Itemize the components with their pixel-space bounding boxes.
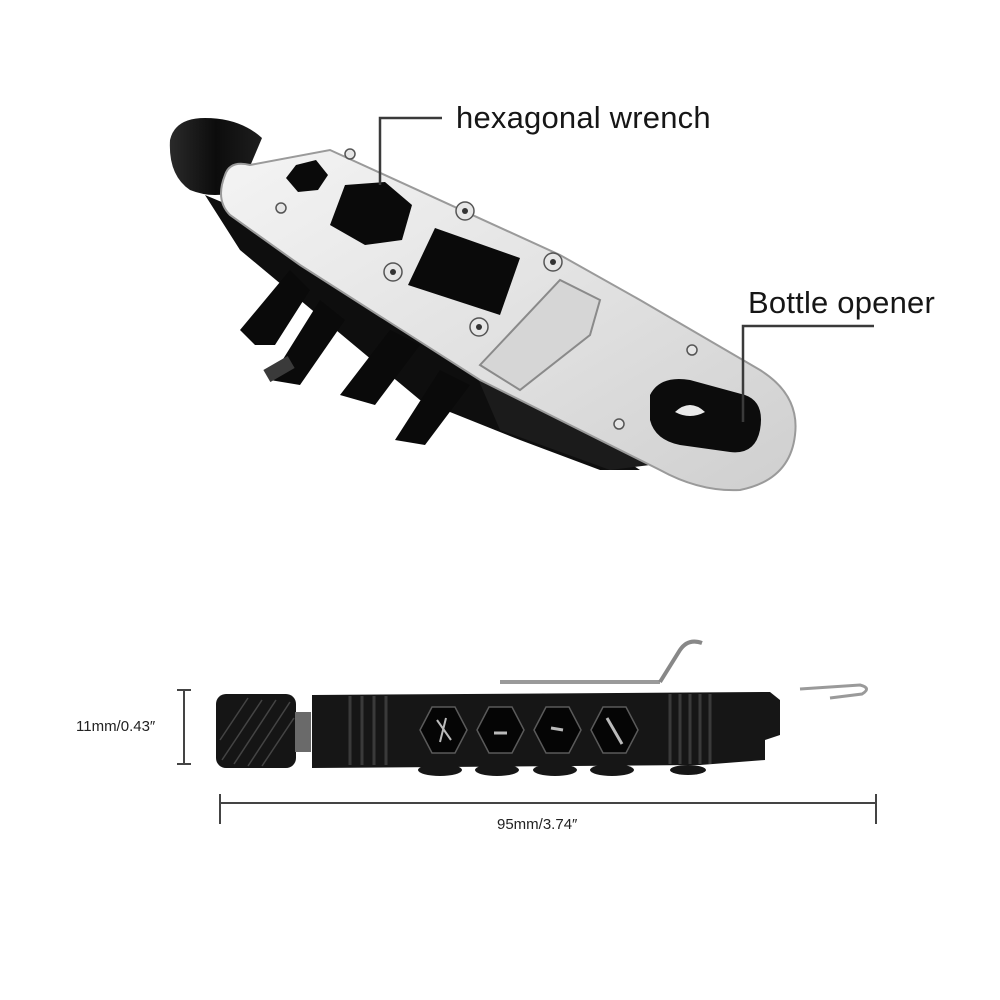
dimension-height-label: 11mm/0.43″ <box>76 718 156 735</box>
small-hex-hole <box>286 160 328 192</box>
callout-line-bottle-opener <box>741 324 874 422</box>
rect-slot <box>408 228 520 315</box>
knob-side <box>216 694 311 768</box>
dimension-height <box>177 689 191 765</box>
screws <box>275 148 698 430</box>
large-hex-wrench-hole <box>330 182 412 245</box>
callout-hexagonal-wrench: hexagonal wrench <box>456 100 711 135</box>
callout-line-hex-wrench <box>378 116 442 185</box>
callout-bottle-opener: Bottle opener <box>748 285 936 320</box>
dimension-length-label: 95mm/3.74″ <box>497 816 578 833</box>
keyring-side <box>799 683 868 700</box>
pocket-clip-side <box>500 639 703 684</box>
dimension-length <box>219 794 877 824</box>
bottle-opener-cutout <box>650 379 761 453</box>
bits-top-view <box>240 270 470 445</box>
bit-slots <box>419 706 639 754</box>
bit-slot-2 <box>476 706 525 754</box>
